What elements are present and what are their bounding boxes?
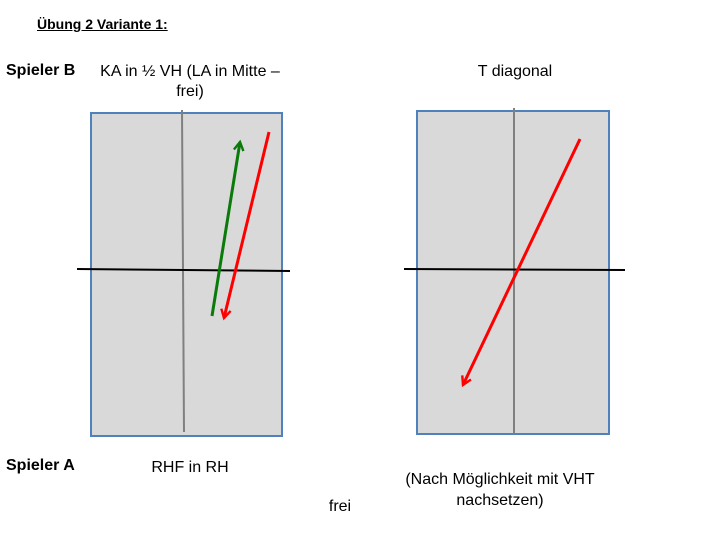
center-bottom-caption: frei: [328, 498, 352, 515]
right-table: [403, 108, 626, 435]
exercise-title: Übung 2 Variante 1:: [37, 16, 168, 32]
left-table-net: [76, 268, 291, 272]
player-a-label: Spieler A: [6, 457, 75, 474]
left-diagram-bottom-caption: RHF in RH: [151, 459, 229, 476]
left-red-arrow: [220, 131, 271, 321]
right-red-arrow: [461, 138, 582, 388]
left-green-arrow: [210, 139, 245, 317]
left-table-surface: [90, 112, 283, 437]
right-diagram-bottom-caption: (Nach Möglichkeit mit VHT nachsetzen): [405, 471, 595, 509]
left-table: [76, 109, 291, 437]
player-b-label: Spieler B: [6, 62, 76, 79]
left-table-center-line: [181, 109, 185, 433]
right-diagram-top-caption: T diagonal: [477, 63, 553, 80]
left-diagram-top-caption: KA in ½ VH (LA in Mitte – frei): [100, 63, 280, 100]
right-table-net: [403, 268, 626, 271]
